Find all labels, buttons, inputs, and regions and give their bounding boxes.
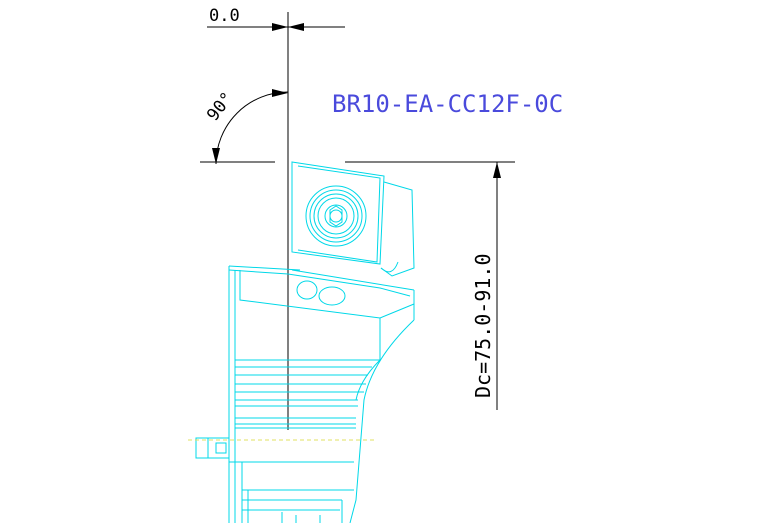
insert-screw <box>305 185 367 247</box>
part-number-title: BR10-EA-CC12F-0C <box>332 90 563 118</box>
diameter-dimension-label: Dc=75.0-91.0 <box>471 254 495 399</box>
offset-dimension-label: 0.0 <box>209 6 240 26</box>
diameter-dimension <box>345 161 515 410</box>
angle-dimension-label: 90° <box>203 89 238 126</box>
tool-body-outline <box>195 161 415 523</box>
angle-dimension <box>200 89 289 165</box>
